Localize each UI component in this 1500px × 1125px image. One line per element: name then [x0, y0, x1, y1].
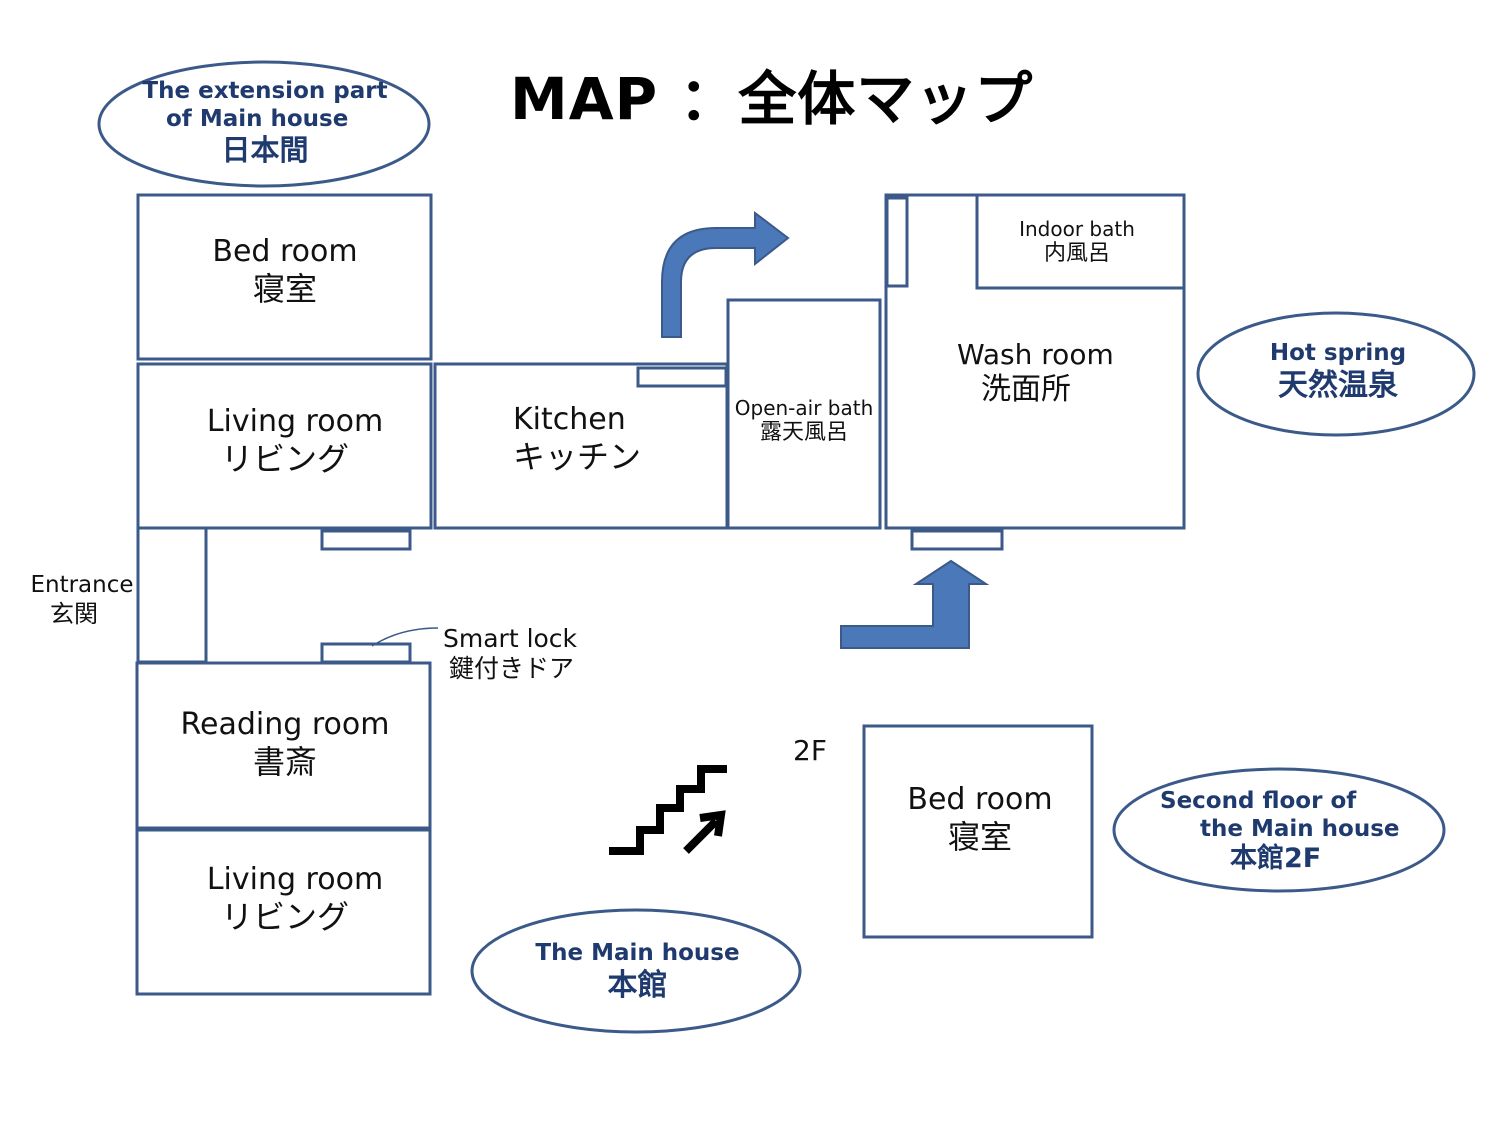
living-room-main-en: Living room [206, 862, 384, 897]
extension-label: The extension part of Main house 日本間 [140, 78, 390, 168]
bed-room-2f-wall [862, 724, 1094, 939]
door-smart-lock [320, 642, 412, 664]
bed-room-ext-en: Bed room [212, 234, 358, 269]
curved-arrow-icon [661, 210, 790, 338]
living-room-main-wall [135, 828, 432, 996]
entrance-wall [136, 526, 208, 664]
open-air-bath-label: Open-air bath 露天風呂 [728, 396, 880, 446]
main-house-oval [470, 908, 802, 1034]
reading-room-wall [135, 661, 432, 830]
wash-room-label: Wash room 洗面所 [957, 338, 1114, 408]
page-title: MAP ：全体マップ [510, 65, 1034, 133]
extension-line1: The extension part [142, 78, 388, 104]
extension-line2: of Main house [166, 105, 349, 132]
bed-room-2f-en: Bed room [907, 782, 1053, 817]
living-room-main-ja: リビング [220, 898, 349, 936]
second-floor-line2: the Main house [1200, 815, 1400, 842]
main-house-line2: 本館 [607, 967, 668, 1003]
open-air-bath-ja: 露天風呂 [759, 420, 848, 445]
extension-oval [97, 60, 431, 188]
indoor-bath-wall [975, 193, 1186, 290]
wash-room-ja: 洗面所 [981, 371, 1071, 407]
second-floor-line1: Second floor of [1160, 788, 1357, 814]
smart-lock-leader [371, 627, 439, 647]
wash-room-door-panel [885, 196, 909, 288]
indoor-bath-label: Indoor bath 内風呂 [977, 217, 1177, 267]
hot-spring-line2: 天然温泉 [1278, 367, 1398, 403]
reading-room-label: Reading room 書斎 [160, 707, 410, 781]
wash-room-en: Wash room [957, 338, 1114, 371]
second-floor-oval [1112, 767, 1446, 893]
door-living-ext [320, 529, 412, 551]
kitchen-ja: キッチン [513, 438, 642, 476]
stairs-icon [609, 765, 727, 855]
bed-room-ext-wall [136, 193, 433, 361]
living-room-ext-wall [136, 362, 433, 530]
main-house-line1: The Main house [535, 940, 740, 966]
living-room-ext-label: Living room リビング [195, 404, 395, 478]
smart-lock-ja: 鍵付きドア [449, 654, 575, 683]
bed-room-ext-ja: 寝室 [252, 270, 317, 308]
hot-spring-oval [1196, 311, 1476, 437]
reading-room-ja: 書斎 [252, 743, 317, 781]
bent-arrow-icon [840, 559, 990, 649]
smart-lock-label: Smart lock 鍵付きドア [443, 624, 577, 684]
main-house-label: The Main house 本館 [520, 940, 755, 1004]
entrance-ja: 玄関 [50, 599, 98, 628]
entrance-en: Entrance [30, 572, 134, 598]
bed-room-ext-label: Bed room 寝室 [185, 234, 385, 308]
bed-room-2f-ja: 寝室 [947, 818, 1012, 856]
living-room-main-label: Living room リビング [195, 862, 395, 936]
second-floor-label: Second floor of the Main house 本館2F [1160, 788, 1410, 876]
indoor-bath-en: Indoor bath [1019, 217, 1135, 241]
floor-2f-label: 2F [793, 734, 827, 767]
door-kitchen-bath [636, 366, 728, 388]
indoor-bath-ja: 内風呂 [1043, 241, 1110, 266]
kitchen-label: Kitchen キッチン [513, 402, 641, 476]
extension-line3: 日本間 [221, 133, 309, 168]
open-air-bath-en: Open-air bath [734, 396, 874, 420]
hot-spring-label: Hot spring 天然温泉 [1238, 340, 1438, 404]
bed-room-2f-label: Bed room 寝室 [880, 782, 1080, 856]
entrance-label: Entrance 玄関 [28, 572, 136, 628]
second-floor-line3: 本館2F [1230, 843, 1322, 875]
hot-spring-line1: Hot spring [1269, 340, 1407, 366]
living-room-ext-en: Living room [206, 404, 384, 439]
living-room-ext-ja: リビング [220, 440, 349, 478]
reading-room-en: Reading room [180, 707, 390, 742]
smart-lock-en: Smart lock [443, 624, 578, 653]
open-air-bath-wall [726, 298, 882, 530]
kitchen-en: Kitchen [513, 402, 626, 437]
door-wash-room [910, 529, 1004, 551]
